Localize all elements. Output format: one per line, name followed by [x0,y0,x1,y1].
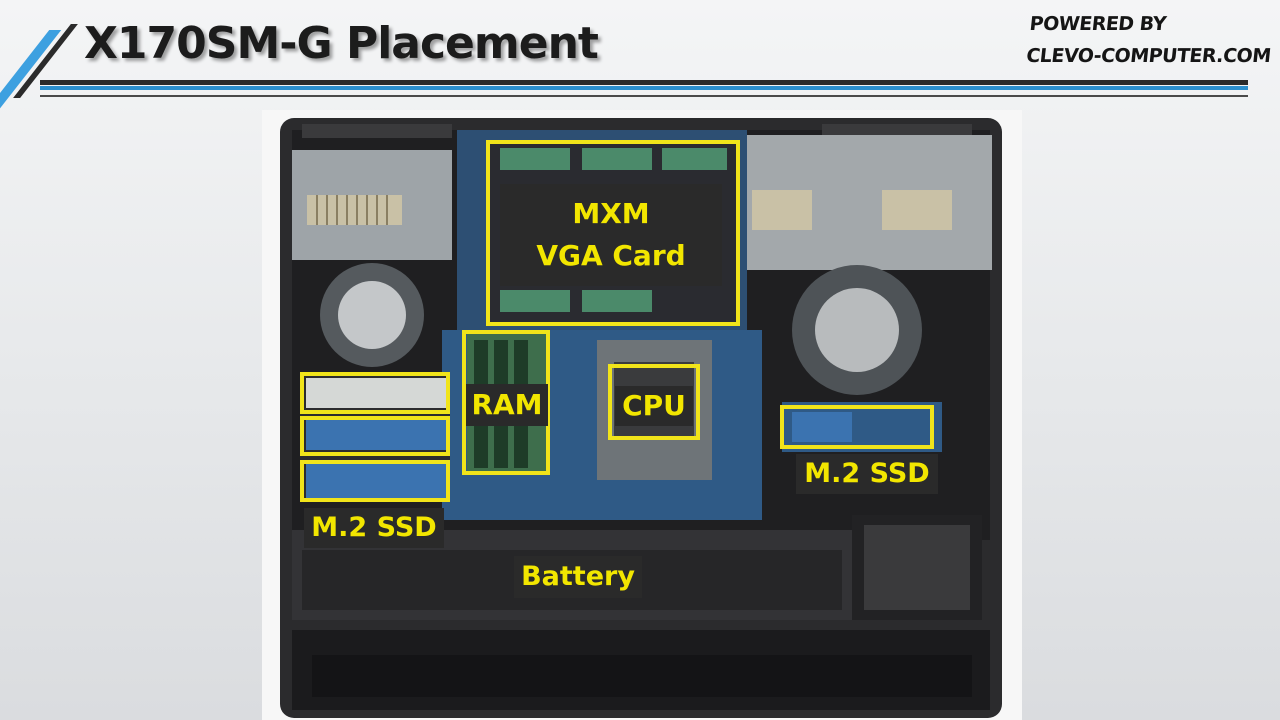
ram-label: RAM [466,384,548,426]
left-ssd-label: M.2 SSD [304,508,444,548]
mxm-label-line-2: VGA Card [536,239,686,272]
powered-by-line-2: CLEVO-COMPUTER.COM [1025,45,1272,67]
mxm-label: MXM VGA Card [500,184,722,286]
cpu-highlight-box [608,364,700,440]
powered-by-line-1: POWERED BY [1028,13,1168,35]
right-ssd-highlight-box [780,405,934,449]
slide-header: X170SM-G Placement POWERED BY CLEVO-COMP… [0,0,1280,110]
right-ssd-label: M.2 SSD [796,454,938,494]
left-ssd-slot-3-box [300,460,450,502]
ram-highlight-box [462,330,550,475]
title-underline-thin [40,95,1248,97]
title-underline [40,80,1248,85]
battery-label: Battery [514,556,642,598]
slide-title: X170SM-G Placement [84,18,599,69]
mxm-label-line-1: MXM [572,197,650,230]
left-ssd-slot-1-box [300,372,450,414]
powered-by-logo: POWERED BY CLEVO-COMPUTER.COM [1025,8,1276,72]
laptop-internals-photo: MXM VGA Card RAM CPU M.2 SSD M.2 SSD Bat… [262,110,1022,720]
mxm-highlight-box [486,140,740,326]
title-underline-accent [40,86,1248,90]
left-ssd-slot-2-box [300,416,450,456]
cpu-label: CPU [615,386,693,426]
decorative-blue-slash [0,30,62,110]
